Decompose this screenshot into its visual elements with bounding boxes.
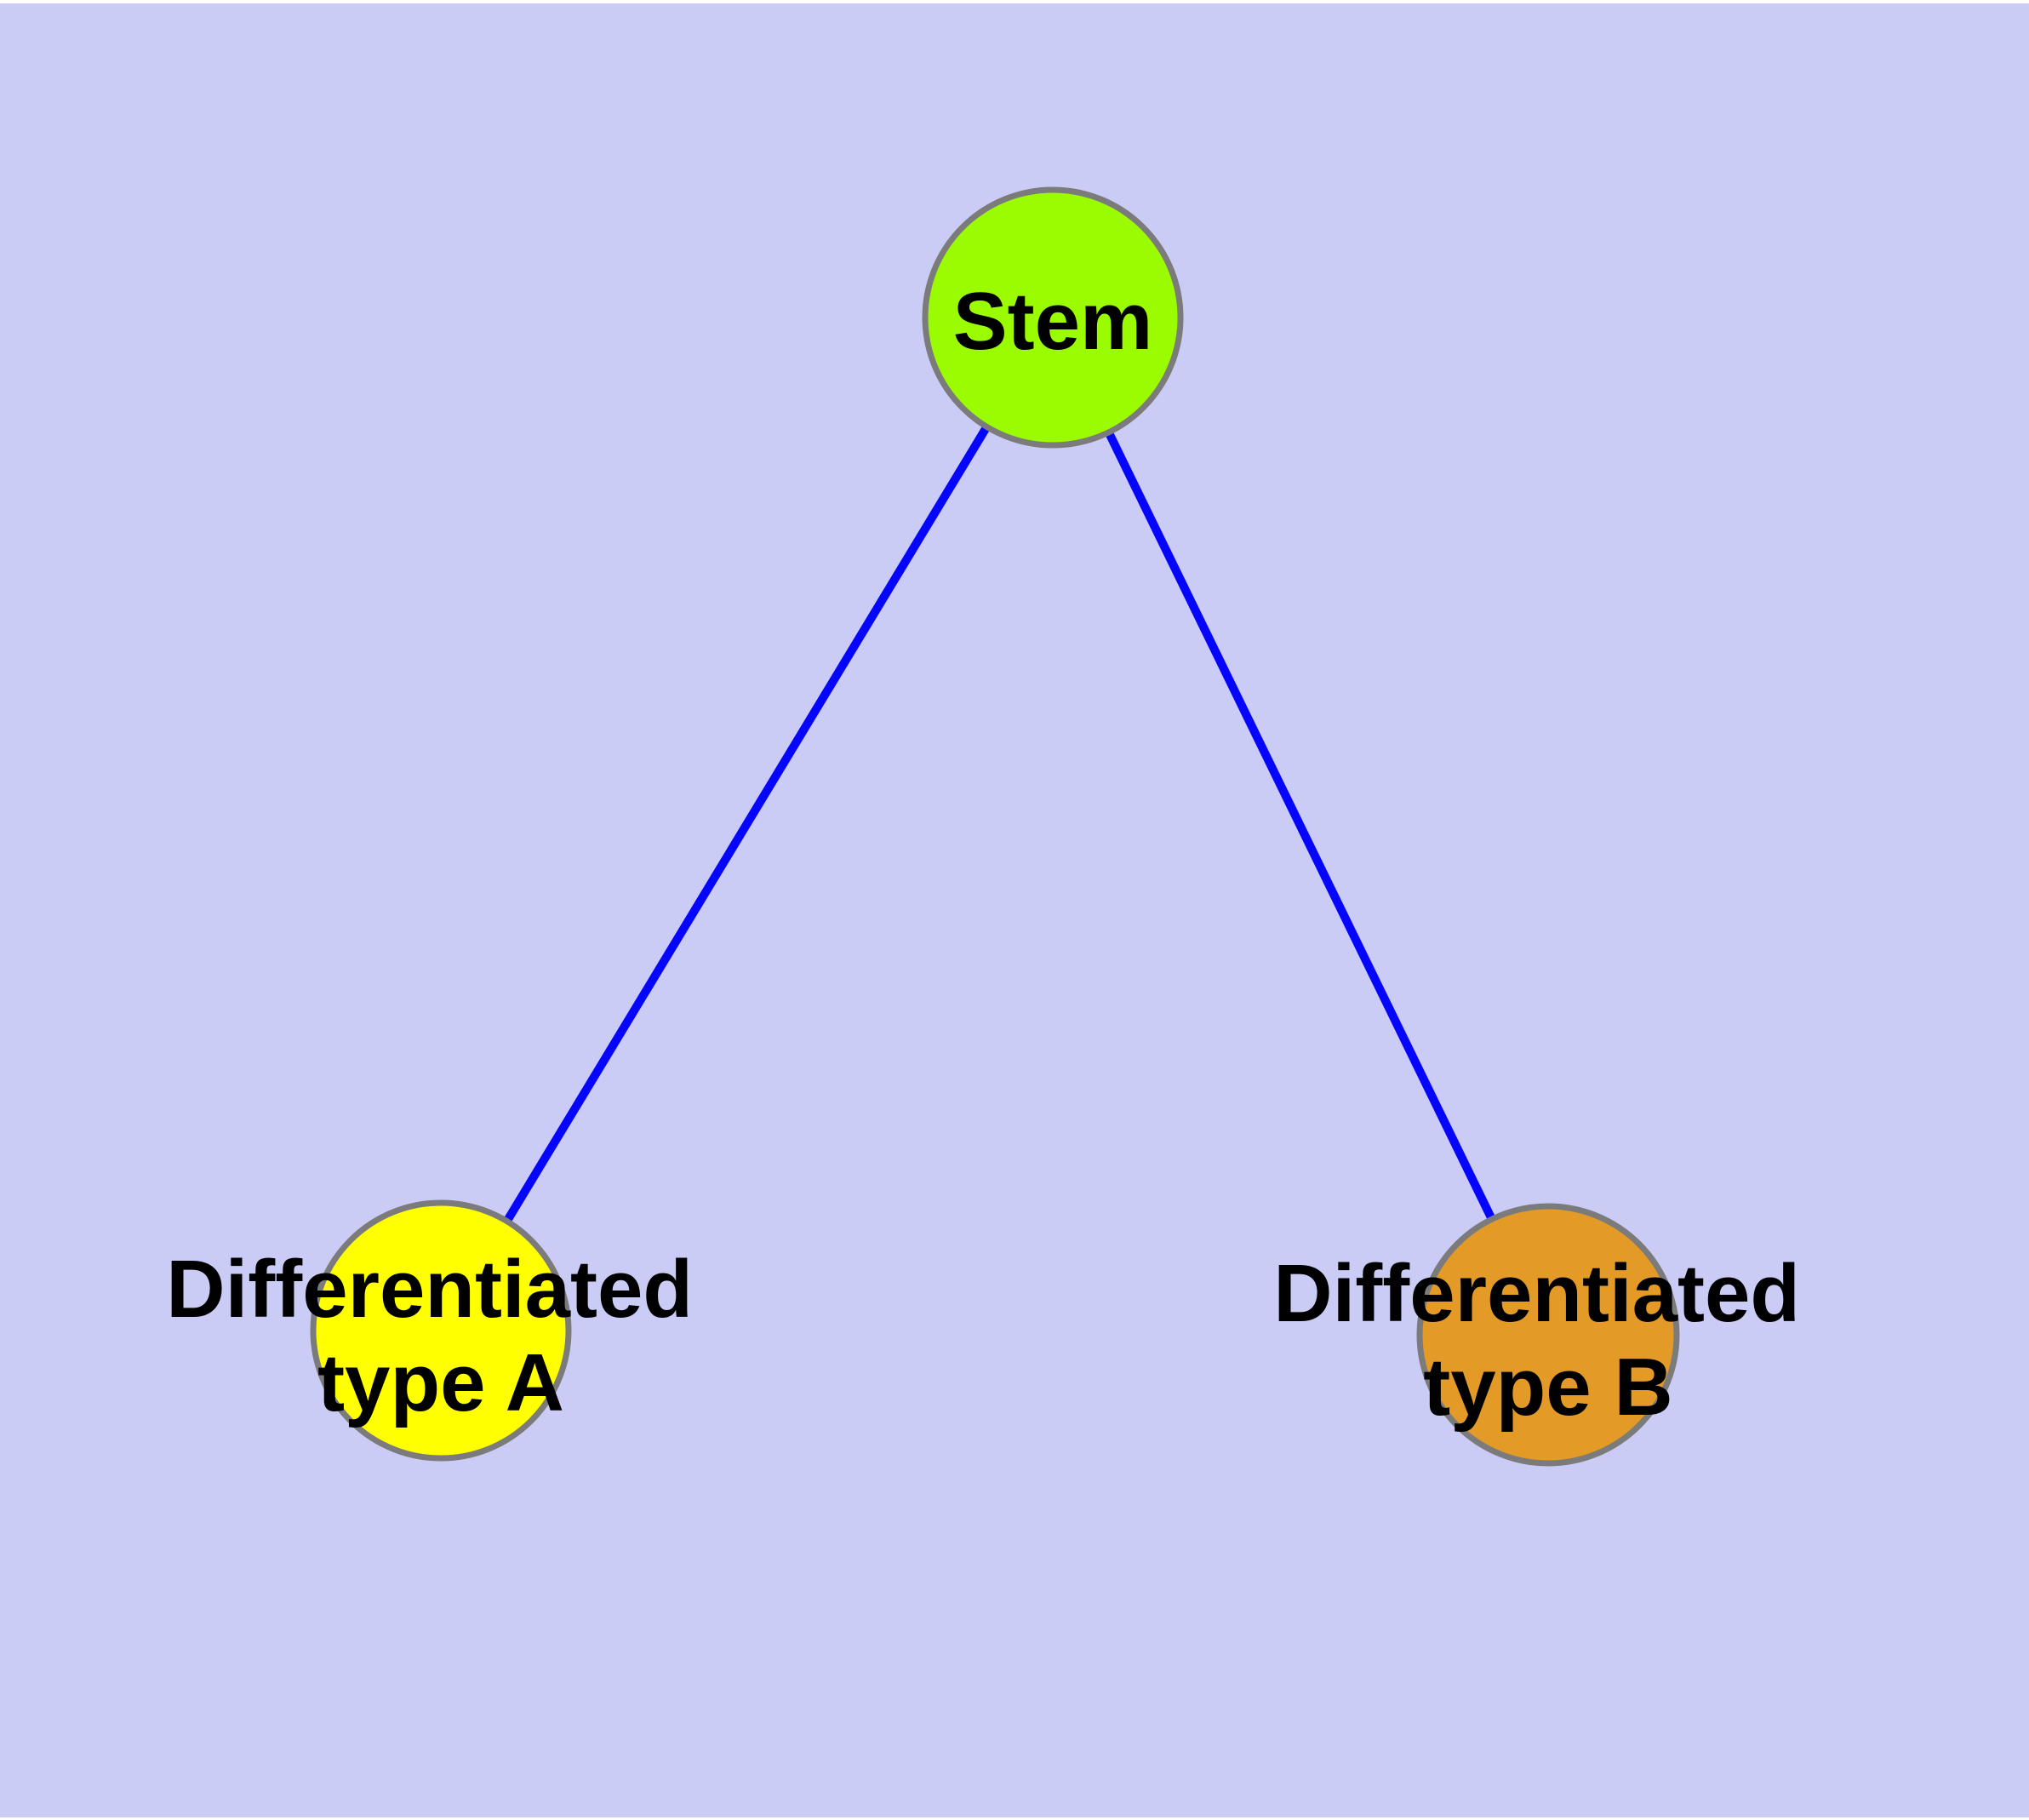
node-differentiated-type-a: Differentiated type A <box>166 1199 715 1462</box>
node-stem-circle <box>922 186 1184 449</box>
node-type-b-circle <box>1416 1203 1680 1467</box>
node-type-a-label-line-2: type A <box>317 1337 564 1428</box>
node-type-b-label-line-1: Differentiated <box>1273 1248 1800 1339</box>
node-type-a-circle <box>310 1199 572 1462</box>
node-type-b-label: Differentiated type B <box>1273 1248 1822 1433</box>
node-type-a-label: Differentiated type A <box>166 1244 715 1428</box>
edge-stem-to-type-b <box>1049 315 1552 1337</box>
edge-stem-to-type-a <box>437 315 1057 1333</box>
node-differentiated-type-b: Differentiated type B <box>1273 1203 1822 1467</box>
node-type-a-label-line-1: Differentiated <box>166 1244 693 1335</box>
bottom-margin-strip <box>0 1817 2029 1820</box>
node-stem-label: Stem <box>953 276 1153 367</box>
node-stem: Stem <box>922 186 1184 449</box>
top-margin-strip <box>0 0 2029 3</box>
node-type-b-label-line-2: type B <box>1423 1342 1672 1433</box>
